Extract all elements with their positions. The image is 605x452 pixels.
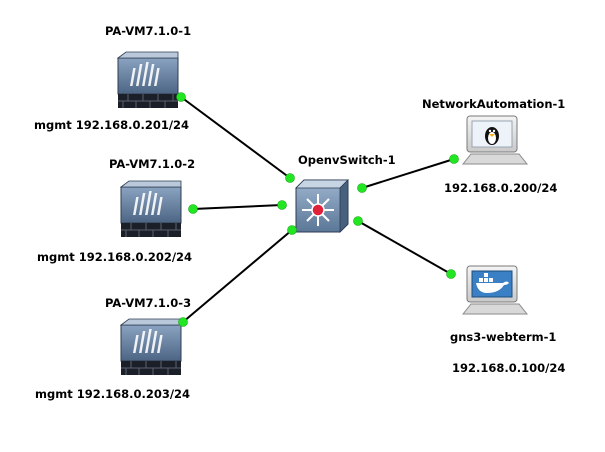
node-label-pa-vm-1[interactable]: PA-VM7.1.0-1	[105, 24, 192, 38]
port-up-indicator	[188, 204, 198, 214]
port-indicators	[176, 92, 459, 327]
paloalto-firewall-icon	[120, 180, 182, 238]
port-up-indicator	[178, 317, 188, 327]
ethernet-switch-icon	[295, 179, 349, 233]
port-up-indicator	[353, 216, 363, 226]
paloalto-firewall-icon	[117, 51, 179, 109]
link-switch-webterm[interactable]	[357, 220, 452, 275]
link-switch-networkautomation[interactable]	[361, 158, 455, 189]
port-up-indicator	[176, 92, 186, 102]
node-networkautomation[interactable]	[461, 115, 529, 165]
link-pa2-switch[interactable]	[192, 204, 283, 210]
port-up-indicator	[446, 269, 456, 279]
node-label-networkautomation[interactable]: NetworkAutomation-1	[422, 97, 566, 111]
node-pa-vm-1[interactable]	[117, 51, 179, 109]
links-layer	[180, 96, 455, 323]
ip-label-webterm: 192.168.0.100/24	[452, 361, 566, 375]
node-label-webterm[interactable]: gns3-webterm-1	[450, 330, 557, 344]
node-label-pa-vm-2[interactable]: PA-VM7.1.0-2	[109, 157, 196, 171]
mgmt-ip-label-pa-vm-3: mgmt 192.168.0.203/24	[35, 387, 191, 401]
link-pa3-switch[interactable]	[182, 229, 293, 323]
node-webterm[interactable]	[461, 265, 529, 315]
node-openvswitch[interactable]	[295, 179, 349, 233]
ip-label-networkautomation: 192.168.0.200/24	[444, 181, 558, 195]
linux-tux-computer-icon	[461, 115, 529, 165]
node-label-pa-vm-3[interactable]: PA-VM7.1.0-3	[105, 296, 192, 310]
port-up-indicator	[287, 225, 297, 235]
port-up-indicator	[449, 154, 459, 164]
node-pa-vm-3[interactable]	[120, 318, 182, 376]
mgmt-ip-label-pa-vm-2: mgmt 192.168.0.202/24	[37, 250, 193, 264]
port-up-indicator	[277, 200, 287, 210]
mgmt-ip-label-pa-vm-1: mgmt 192.168.0.201/24	[34, 118, 190, 132]
node-pa-vm-2[interactable]	[120, 180, 182, 238]
node-label-openvswitch[interactable]: OpenvSwitch-1	[298, 153, 396, 167]
docker-computer-icon	[461, 265, 529, 315]
port-up-indicator	[285, 173, 295, 183]
paloalto-firewall-icon	[120, 318, 182, 376]
port-up-indicator	[357, 183, 367, 193]
link-pa1-switch[interactable]	[180, 96, 291, 179]
